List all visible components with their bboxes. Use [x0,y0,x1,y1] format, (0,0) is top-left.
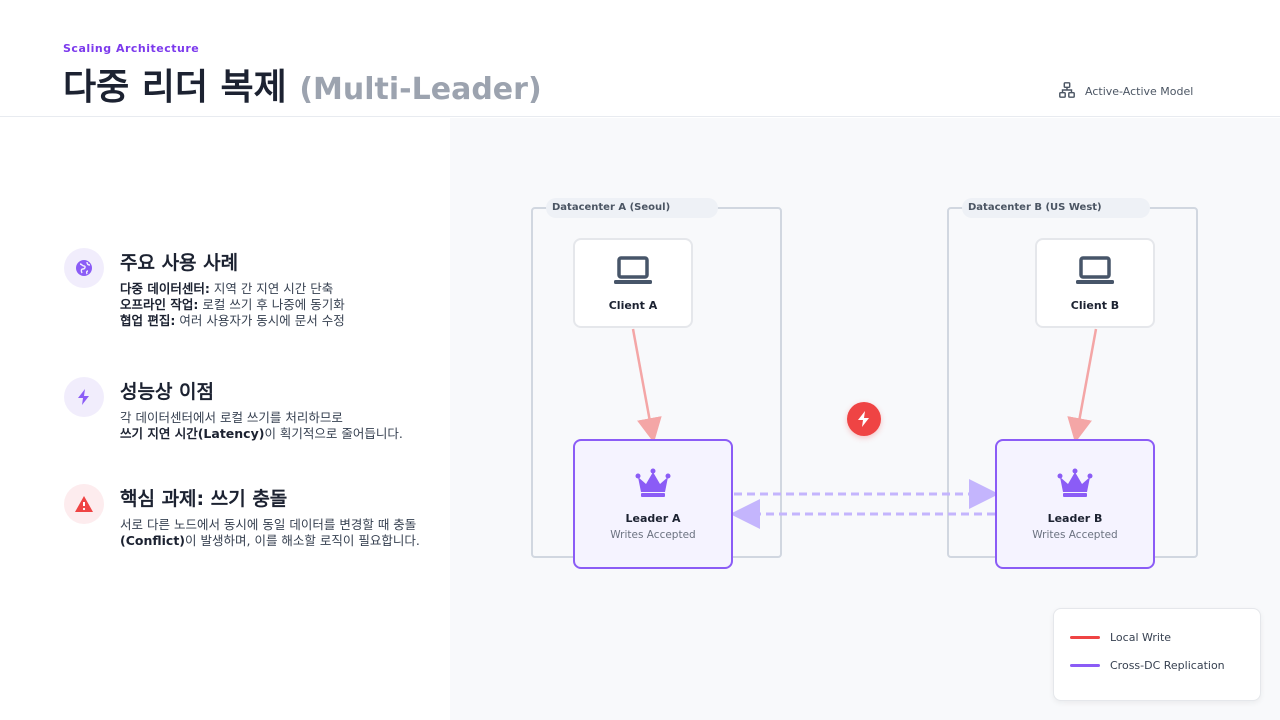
page-title: 다중 리더 복제 (Multi-Leader) [63,58,542,110]
crown-icon [635,468,671,497]
feature-use-cases: 주요 사용 사례 다중 데이터센터: 지역 간 지연 시간 단축 오프라인 작업… [64,248,345,329]
legend-label: Cross-DC Replication [1110,659,1225,672]
feature-performance: 성능상 이점 각 데이터센터에서 로컬 쓰기를 처리하므로 쓰기 지연 시간(L… [64,377,403,442]
legend: Local Write Cross-DC Replication [1053,608,1261,701]
leader-status: Writes Accepted [610,528,696,541]
badge-label: Active-Active Model [1085,84,1194,98]
feature-text: 서로 다른 노드에서 동시에 동일 데이터를 변경할 때 충돌 [120,517,417,532]
left-panel [0,118,450,720]
warning-icon [64,484,104,524]
use-case-line: 협업 편집: 여러 사용자가 동시에 문서 수정 [120,313,345,328]
client-label: Client A [608,298,658,312]
datacenter-a-label: Datacenter A (Seoul) [546,198,719,218]
conflict-indicator [847,402,881,436]
laptop-icon [614,255,652,284]
client-b: Client B [1035,238,1155,328]
leader-status: Writes Accepted [1032,528,1118,541]
feature-text: 각 데이터센터에서 로컬 쓰기를 처리하므로 [120,410,343,425]
bolt-icon [64,377,104,417]
feature-title: 성능상 이점 [120,381,215,403]
eyebrow: Scaling Architecture [63,42,200,55]
title-sub: (Multi-Leader) [299,72,542,107]
model-badge: Active-Active Model [1058,81,1194,102]
feature-text: (Conflict)이 발생하며, 이를 해소할 로직이 필요합니다. [120,533,420,548]
use-case-line: 다중 데이터센터: 지역 간 지연 시간 단축 [120,281,334,296]
network-icon [1058,81,1076,102]
feature-title: 핵심 과제: 쓰기 충돌 [120,488,288,510]
feature-conflict: 핵심 과제: 쓰기 충돌 서로 다른 노드에서 동시에 동일 데이터를 변경할 … [64,484,420,549]
title-main: 다중 리더 복제 [63,67,287,108]
feature-text: 쓰기 지연 시간(Latency)이 획기적으로 줄어듭니다. [120,426,403,441]
client-a: Client A [573,238,693,328]
globe-icon [64,248,104,288]
leader-label: Leader A [625,511,681,525]
crown-icon [1057,468,1093,497]
legend-swatch [1070,636,1100,639]
legend-label: Local Write [1110,631,1172,644]
feature-title: 주요 사용 사례 [120,252,239,274]
datacenter-b-label: Datacenter B (US West) [962,198,1150,218]
leader-label: Leader B [1047,511,1103,525]
header: Scaling Architecture 다중 리더 복제 (Multi-Lea… [0,0,1280,117]
client-label: Client B [1070,298,1120,312]
legend-local-write: Local Write [1070,631,1171,644]
laptop-icon [1076,255,1114,284]
leader-a: Leader A Writes Accepted [573,439,733,569]
use-case-line: 오프라인 작업: 로컬 쓰기 후 나중에 동기화 [120,297,345,312]
leader-b: Leader B Writes Accepted [995,439,1155,569]
bolt-icon [858,411,869,427]
legend-swatch [1070,664,1100,667]
legend-replication: Cross-DC Replication [1070,659,1225,672]
